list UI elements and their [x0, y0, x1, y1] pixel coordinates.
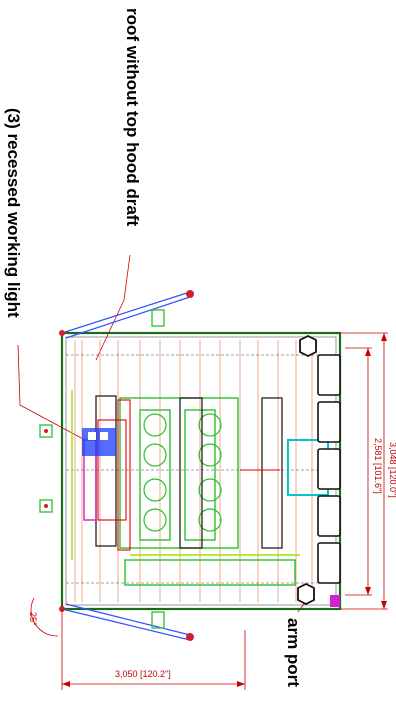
- outer-frame: [60, 331, 342, 611]
- inner-height-dim: 2,581 [101.6"]: [373, 438, 383, 494]
- red-details: [97, 399, 280, 551]
- light-note-label: (3) recessed working light: [4, 108, 23, 318]
- internal-structure-lines: [74, 340, 313, 602]
- accent-lines: [71, 390, 300, 560]
- side-door-panels: [61, 291, 191, 641]
- interior-panels: [119, 397, 296, 586]
- recessed-light-icon: [82, 428, 116, 456]
- dimension-lines: [30, 332, 388, 690]
- dimension-arrows: [62, 333, 387, 687]
- roof-note-label: roof without top hood draft: [123, 8, 142, 226]
- equipment-housings: [95, 395, 283, 549]
- overall-width-dim: 3,050 [120.2"]: [115, 669, 171, 679]
- window-panels: [317, 354, 341, 584]
- arm-port-icons: [297, 334, 317, 606]
- outer-height-dim: 3,048 [120.0"]: [388, 442, 396, 498]
- filter-ports: [143, 413, 222, 532]
- angle-dim: 25°: [28, 612, 38, 626]
- side-brackets: [39, 309, 340, 629]
- arm-port-label: arm port: [284, 618, 303, 687]
- horizontal-rails: [66, 354, 336, 584]
